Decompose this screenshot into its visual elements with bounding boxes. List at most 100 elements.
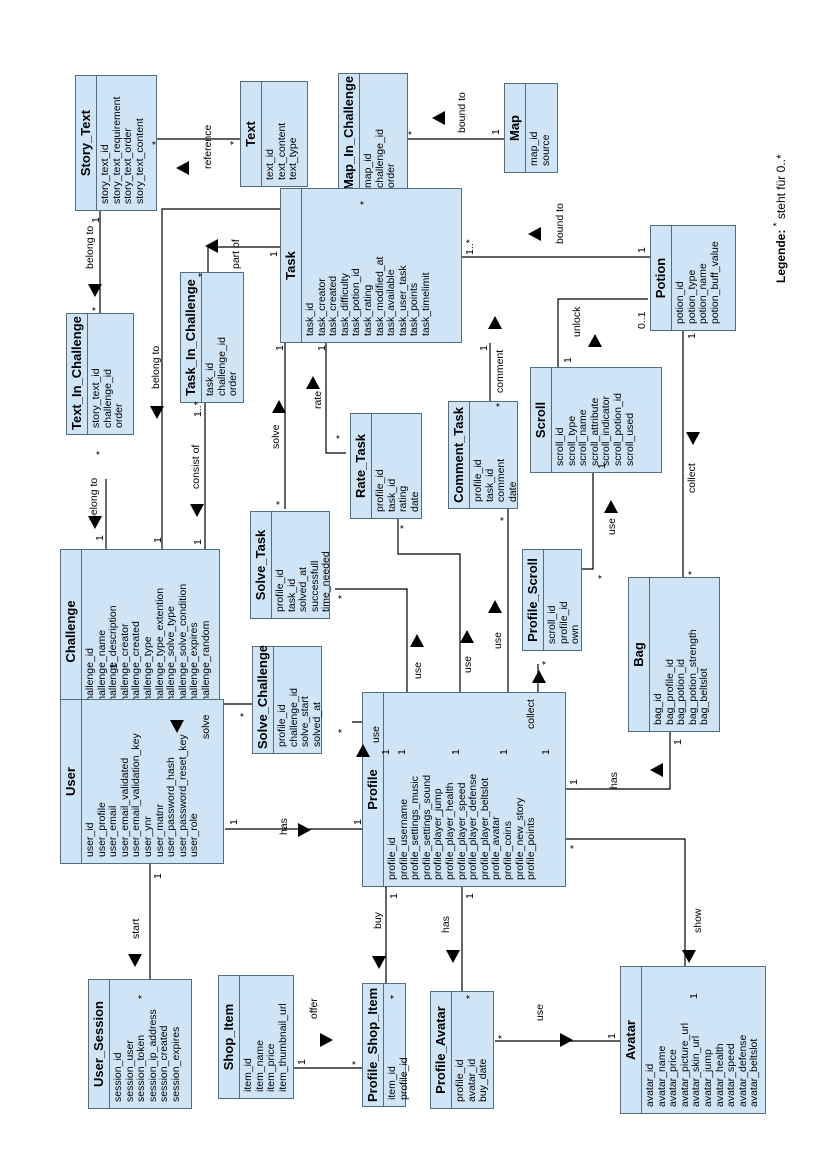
multiplicity: 1 bbox=[688, 993, 700, 999]
multiplicity: 1 bbox=[316, 345, 328, 351]
legend: Legende: * steht für 0..* bbox=[772, 154, 788, 283]
entity-name: Profile_Avatar bbox=[431, 992, 452, 1108]
multiplicity: 1 bbox=[108, 663, 120, 669]
attribute-list: user_id user_profile user_email user_ema… bbox=[82, 700, 205, 863]
relationship-label-collect-scroll: collect bbox=[525, 699, 537, 729]
attribute: profile_player_defense bbox=[467, 773, 480, 880]
multiplicity: * bbox=[464, 994, 476, 999]
relationship-label-comment: comment bbox=[494, 349, 506, 393]
multiplicity: * bbox=[568, 844, 580, 849]
arrow-left-icon bbox=[372, 956, 386, 969]
attribute-list: profile_id profile_username profile_sett… bbox=[384, 693, 542, 886]
multiplicity: * bbox=[350, 1060, 362, 1065]
multiplicity: * bbox=[238, 712, 250, 717]
attribute: challenge_id bbox=[84, 648, 96, 707]
entity-text-in-challenge: Text_In_Challenge story_text_id challeng… bbox=[66, 313, 134, 435]
attribute: date bbox=[506, 481, 519, 502]
multiplicity: * bbox=[494, 402, 506, 407]
attribute: own bbox=[569, 624, 582, 644]
legend-symbol: * bbox=[772, 222, 783, 227]
multiplicity: * bbox=[686, 570, 698, 575]
entity-text: Text text_id text_content text_type bbox=[240, 81, 308, 187]
entity-name: User bbox=[61, 700, 82, 863]
attribute-list: story_text_id story_text_requirement sto… bbox=[97, 76, 150, 210]
entity-name: Text bbox=[241, 82, 262, 186]
attribute: profile_id bbox=[276, 704, 288, 747]
relationship-label-use-avatar: use bbox=[534, 1004, 546, 1021]
line-rate-task-task bbox=[325, 343, 346, 454]
multiplicity: 1 bbox=[568, 779, 580, 785]
arrow-right-icon bbox=[410, 634, 424, 647]
attribute: order bbox=[227, 371, 240, 396]
entity-name: Solve_Task bbox=[251, 512, 272, 618]
multiplicity: * bbox=[150, 140, 162, 145]
entity-name: Potion bbox=[651, 226, 672, 330]
attribute-list: scroll_id profile_id own bbox=[544, 550, 586, 650]
multiplicity: 1 bbox=[268, 251, 280, 257]
entity-map: Map map_id source bbox=[504, 83, 558, 173]
attribute: profile_id bbox=[274, 569, 286, 612]
line-scroll-profile-scroll bbox=[580, 457, 594, 570]
multiplicity: * bbox=[274, 500, 286, 505]
multiplicity: * bbox=[336, 594, 348, 599]
relationship-label-reference: reference bbox=[202, 124, 214, 169]
entity-name: Avatar bbox=[621, 967, 642, 1113]
arrow-left-icon bbox=[170, 720, 184, 733]
attribute: bag_beltslot bbox=[698, 668, 711, 725]
multiplicity: 1 bbox=[478, 345, 490, 351]
attribute: order bbox=[113, 403, 126, 428]
relationship-label-offer: offer bbox=[308, 998, 320, 1019]
entity-name: Profile_Scroll bbox=[523, 550, 544, 650]
multiplicity: 1 bbox=[396, 749, 408, 755]
multiplicity: 1 bbox=[380, 749, 392, 755]
entity-map-in-challenge: Map_In_Challenge map_id challenge_id ord… bbox=[338, 73, 408, 195]
arrow-right-icon bbox=[306, 376, 320, 389]
relationship-label-unlock: unlock bbox=[571, 306, 583, 337]
relationship-label-solve-challenge: solve bbox=[200, 714, 212, 739]
entity-solve-task: Solve_Task profile_id task_id solved_at … bbox=[250, 511, 332, 619]
entity-task-in-challenge: Task_In_Challenge task_id challenge_id o… bbox=[180, 272, 244, 403]
entity-task: Task task_id task_creator task_created t… bbox=[280, 188, 462, 343]
arrow-left-icon bbox=[128, 954, 142, 967]
attribute: map_id bbox=[528, 131, 540, 166]
line-potion-scroll bbox=[557, 298, 648, 369]
arrow-right-icon bbox=[356, 744, 370, 757]
relationship-label-buy: buy bbox=[372, 912, 384, 929]
line-profile-rate-task bbox=[397, 519, 461, 759]
arrow-left-icon bbox=[686, 432, 700, 445]
attribute: avatar_jump bbox=[701, 1049, 714, 1107]
entity-name: Comment_Task bbox=[449, 402, 470, 508]
attribute-list: potion_id potion_type potion_name potion… bbox=[672, 226, 725, 330]
multiplicity: * bbox=[540, 660, 552, 665]
attribute: bag_id bbox=[652, 693, 664, 725]
multiplicity: 1 bbox=[606, 1033, 618, 1039]
multiplicity: * bbox=[496, 1034, 508, 1039]
attribute: potion_id bbox=[674, 281, 686, 324]
attribute: session_expires bbox=[169, 1026, 182, 1102]
relationship-label-belong-to-map: belong to bbox=[150, 345, 162, 389]
entity-name: User_Session bbox=[89, 980, 110, 1108]
entity-name: Solve_Challenge bbox=[253, 645, 274, 753]
arrow-left-icon bbox=[682, 950, 696, 963]
attribute: solved_at bbox=[310, 702, 323, 747]
multiplicity: 1 bbox=[498, 749, 510, 755]
attribute: profile_id bbox=[386, 837, 398, 880]
attribute: scroll_id bbox=[546, 605, 558, 644]
attribute: scroll_potion_id bbox=[611, 393, 624, 466]
multiplicity: 1 bbox=[296, 1059, 308, 1065]
entity-comment-task: Comment_Task profile_id task_id comment … bbox=[448, 401, 519, 509]
entity-name: Task_In_Challenge bbox=[181, 273, 202, 402]
attribute-list: profile_id avatar_id buy_date bbox=[452, 992, 494, 1108]
multiplicity: * bbox=[398, 524, 410, 529]
entity-profile-scroll: Profile_Scroll scroll_id profile_id own bbox=[522, 549, 582, 651]
entity-potion: Potion potion_id potion_type potion_name… bbox=[650, 225, 736, 331]
multiplicity: 1 bbox=[540, 749, 552, 755]
multiplicity: 1 bbox=[596, 463, 608, 469]
multiplicity: * bbox=[90, 306, 102, 311]
attribute: challenge_solve_type bbox=[165, 606, 178, 707]
multiplicity: 1 bbox=[274, 345, 286, 351]
multiplicity: * bbox=[358, 200, 370, 205]
multiplicity: 1 bbox=[490, 129, 502, 135]
